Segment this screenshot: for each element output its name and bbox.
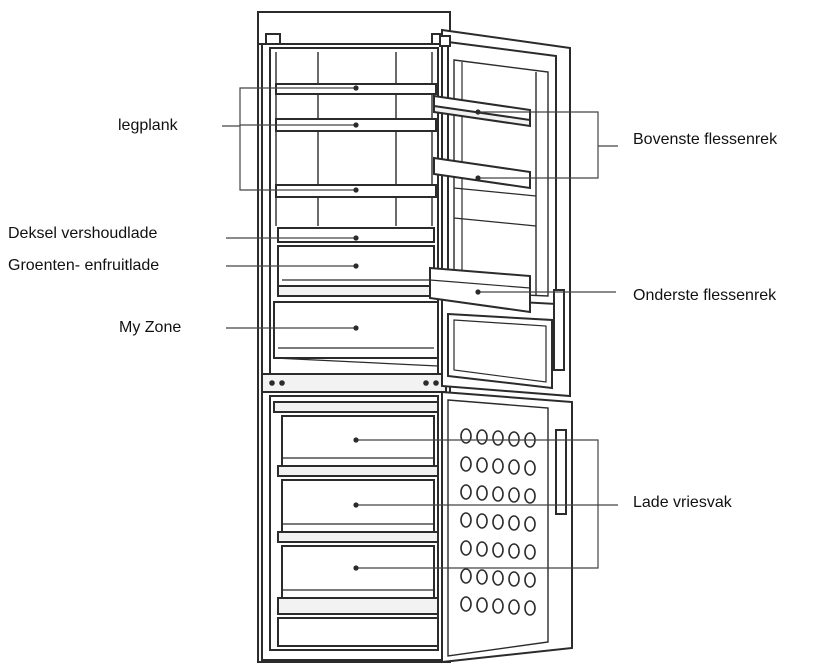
label-lower-bottle-rack: Onderste flessenrek xyxy=(633,287,777,304)
upper-rack-2 xyxy=(433,156,531,190)
fridge-door xyxy=(429,28,571,398)
freezer-drawers xyxy=(273,401,439,647)
label-my-zone: My Zone xyxy=(119,319,182,336)
ice-dimples xyxy=(460,428,536,616)
label-shelf: legplank xyxy=(118,117,178,134)
label-crisper-cover: Deksel vershoudlade xyxy=(8,225,158,242)
lower-rack xyxy=(429,266,531,314)
freezer-drawer-3 xyxy=(281,545,435,599)
label-upper-bottle-rack: Bovenste flessenrek xyxy=(633,131,778,148)
leader-dots xyxy=(353,85,481,571)
label-freezer-drawer: Lade vriesvak xyxy=(633,494,732,511)
leader-lines xyxy=(222,87,618,569)
label-crisper: Groenten- enfruitlade xyxy=(8,257,160,274)
